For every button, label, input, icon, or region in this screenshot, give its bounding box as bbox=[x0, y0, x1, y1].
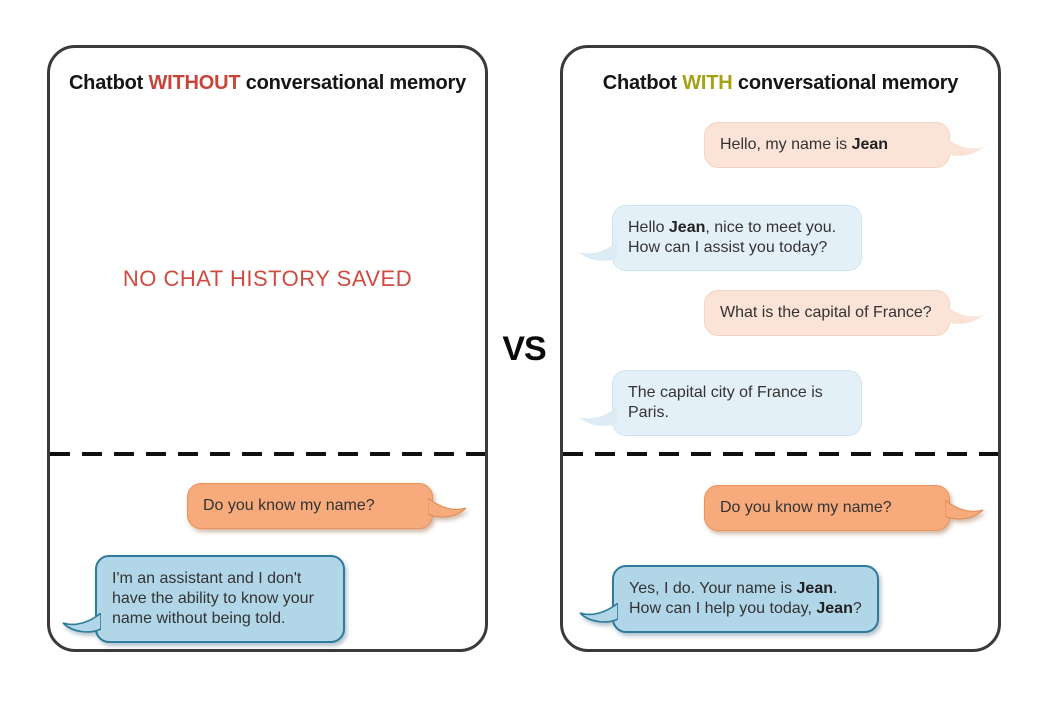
bot-message: I'm an assistant and I don't have the abi… bbox=[62, 555, 345, 643]
title-highlight-with: WITH bbox=[682, 72, 733, 94]
bot-chat-bubble: I'm an assistant and I don't have the abi… bbox=[62, 555, 345, 643]
user-message: What is the capital of France? bbox=[704, 290, 983, 336]
bubble-tail-icon bbox=[62, 613, 101, 633]
title-prefix: Chatbot bbox=[68, 72, 149, 94]
title-suffix: conversational memory bbox=[732, 72, 959, 94]
message-text-line: What is the capital of France? bbox=[720, 304, 932, 321]
bubble-tail-icon bbox=[579, 407, 617, 426]
bot-chat-bubble: Yes, I do. Your name is Jean. How can I h… bbox=[579, 565, 879, 633]
message-text-line: Hello Jean, nice to meet you. bbox=[628, 219, 837, 236]
user-message: Do you know my name? bbox=[187, 483, 467, 529]
bubble-tail-icon bbox=[579, 242, 617, 261]
message-text-line: How can I help you today, Jean? bbox=[629, 600, 862, 617]
bot-message: Yes, I do. Your name is Jean. How can I h… bbox=[579, 565, 879, 633]
memory-divider-line bbox=[50, 452, 485, 456]
bubble-tail-icon bbox=[428, 498, 467, 518]
no-chat-history-notice: NO CHAT HISTORY SAVED bbox=[122, 266, 413, 291]
title-suffix: conversational memory bbox=[240, 72, 467, 94]
panel-without-memory: Chatbot WITHOUT conversational memory NO… bbox=[47, 45, 488, 652]
message-text-line: name without being told. bbox=[112, 610, 286, 627]
title-prefix: Chatbot bbox=[602, 72, 683, 94]
memory-divider-line bbox=[563, 452, 998, 456]
message-text-line: have the ability to know your bbox=[112, 590, 314, 607]
message-text-line: Do you know my name? bbox=[203, 497, 375, 514]
bubble-tail-icon bbox=[945, 137, 983, 156]
panel-title-without: Chatbot WITHOUT conversational memory bbox=[58, 72, 477, 95]
vs-label: VS bbox=[502, 330, 546, 368]
bot-message: Hello Jean, nice to meet you. How can I a… bbox=[579, 205, 862, 271]
message-text-line: I'm an assistant and I don't bbox=[112, 570, 302, 587]
messages-area-without: Do you know my name? I'm an assistant and… bbox=[50, 48, 485, 649]
user-chat-bubble: Do you know my name? bbox=[704, 485, 984, 531]
bot-chat-bubble: The capital city of France is Paris. bbox=[579, 370, 862, 436]
bot-message: The capital city of France is Paris. bbox=[579, 370, 862, 436]
message-text-line: How can I assist you today? bbox=[628, 239, 828, 256]
bubble-tail-icon bbox=[579, 603, 618, 623]
user-chat-bubble: Do you know my name? bbox=[187, 483, 467, 529]
message-text-line: The capital city of France is bbox=[628, 384, 823, 401]
message-text-line: Paris. bbox=[628, 404, 669, 421]
user-message: Do you know my name? bbox=[704, 485, 984, 531]
user-chat-bubble: Hello, my name is Jean bbox=[704, 122, 983, 168]
bubble-tail-icon bbox=[945, 305, 983, 324]
title-highlight-without: WITHOUT bbox=[148, 72, 241, 94]
message-text-line: Do you know my name? bbox=[720, 499, 892, 516]
user-chat-bubble: What is the capital of France? bbox=[704, 290, 983, 336]
panel-with-memory: Chatbot WITH conversational memory Hello… bbox=[560, 45, 1001, 652]
message-text-line: Yes, I do. Your name is Jean. bbox=[629, 580, 838, 597]
user-message: Hello, my name is Jean bbox=[704, 122, 983, 168]
bot-chat-bubble: Hello Jean, nice to meet you. How can I a… bbox=[579, 205, 862, 271]
message-text-line: Hello, my name is Jean bbox=[720, 136, 889, 153]
bubble-tail-icon bbox=[945, 500, 984, 520]
panel-title-with: Chatbot WITH conversational memory bbox=[571, 72, 990, 95]
